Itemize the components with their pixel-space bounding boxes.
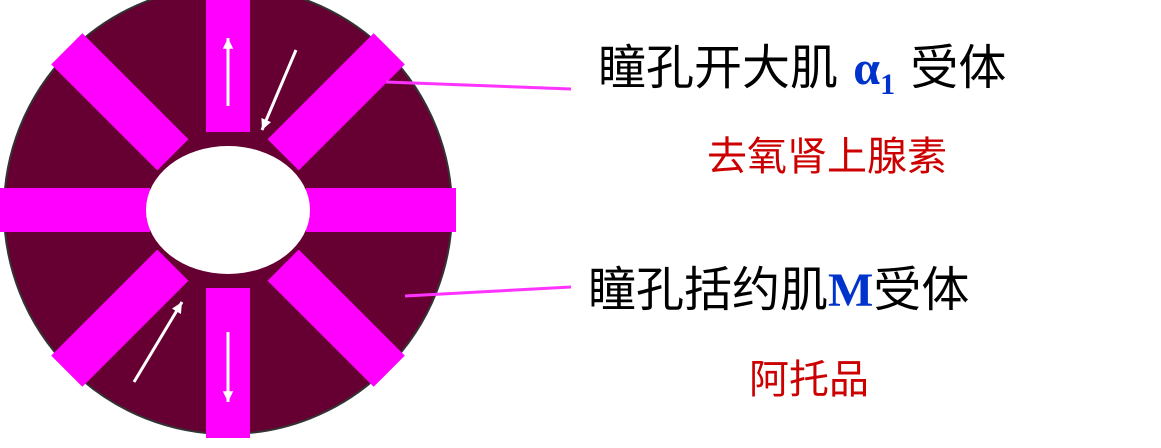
dilator-label-prefix: 瞳孔开大肌: [598, 40, 839, 96]
arrow-icon: [222, 332, 234, 402]
pupil: [146, 146, 310, 274]
dilator-leader-line: [385, 80, 572, 91]
dilator-band: [0, 188, 150, 232]
dilator-band: [306, 188, 456, 232]
arrow-icon: [132, 301, 184, 383]
dilator-drug-label: 去氧肾上腺素: [707, 134, 947, 180]
arrow-icon: [260, 49, 298, 131]
sphincter-leader-line: [404, 285, 572, 298]
dilator-band: [267, 33, 405, 171]
arrow-icon: [222, 38, 234, 106]
sphincter-receptor-symbol: M: [828, 264, 874, 317]
sphincter-label-prefix: 瞳孔括约肌: [588, 262, 829, 318]
dilator-receptor-subscript: 1: [880, 68, 896, 101]
dilator-band: [51, 249, 189, 387]
dilator-receptor-symbol: α1: [853, 42, 895, 100]
dilator-band: [51, 33, 189, 171]
arrow-group: [132, 38, 298, 402]
sphincter-label-suffix: 受体: [873, 262, 970, 318]
sphincter-receptor-label: 瞳孔括约肌M受体: [588, 266, 969, 315]
dilator-receptor-label: 瞳孔开大肌 α1 受体: [598, 44, 1006, 100]
dilator-band: [267, 249, 405, 387]
sphincter-drug-label: 阿托品: [749, 357, 869, 403]
dilator-label-suffix: 受体: [910, 40, 1007, 96]
dilator-receptor-alpha: α: [853, 42, 881, 95]
